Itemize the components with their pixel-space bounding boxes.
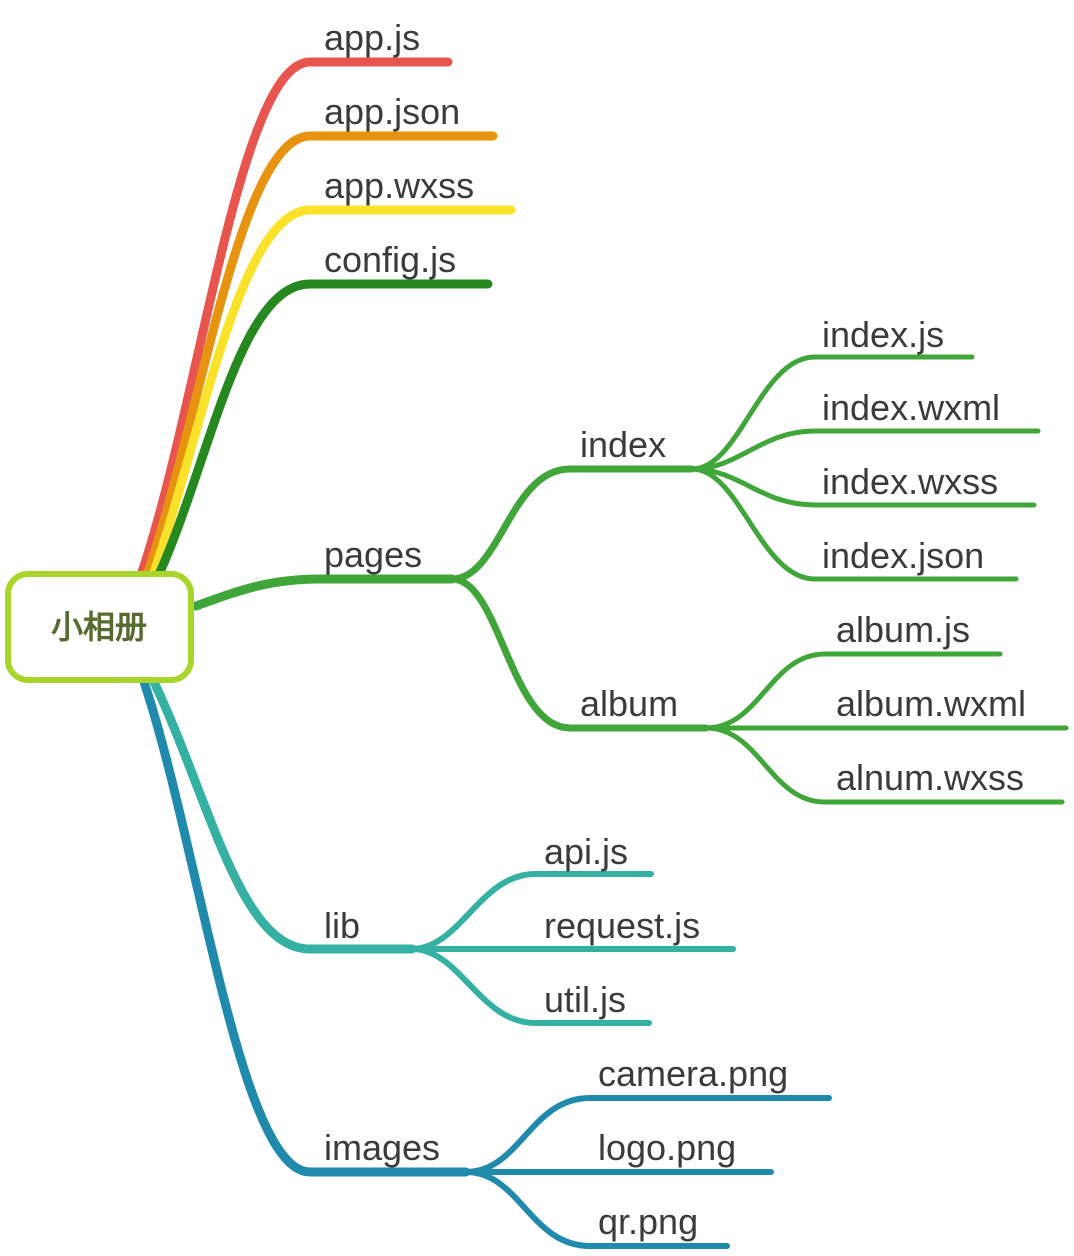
node-label-index-json[interactable]: index.json <box>822 535 984 576</box>
branch-line-album <box>448 575 710 732</box>
node-label-app-json[interactable]: app.json <box>324 91 460 132</box>
branch-line-config-js <box>155 279 493 577</box>
leaf-line-index-json <box>689 466 1019 582</box>
node-label-pages[interactable]: pages <box>324 534 422 575</box>
node-label-api-js[interactable]: api.js <box>544 831 628 872</box>
leaf-album-js[interactable]: album.js <box>703 609 1003 731</box>
leaf-index-js[interactable]: index.js <box>689 314 975 472</box>
node-label-camera-png[interactable]: camera.png <box>598 1053 788 1094</box>
branch-line-app-wxss <box>149 205 516 577</box>
node-label-lib[interactable]: lib <box>324 905 360 946</box>
node-label-album[interactable]: album <box>580 683 678 724</box>
leaf-album-wxml[interactable]: album.wxml <box>703 683 1069 731</box>
branch-line-lib <box>149 677 417 954</box>
root-node-label[interactable]: 小相册 <box>51 608 147 646</box>
branch-app-js[interactable]: app.js <box>137 17 453 577</box>
branch-app-wxss[interactable]: app.wxss <box>149 165 516 577</box>
branch-pages[interactable]: pages index index.js index.wxml index.wx… <box>191 314 1069 805</box>
leaf-line-qr-png <box>463 1169 730 1249</box>
branch-line-app-js <box>137 57 453 577</box>
node-label-app-wxss[interactable]: app.wxss <box>324 165 474 206</box>
branch-line-app-json <box>143 131 498 577</box>
leaf-alnum-wxss[interactable]: alnum.wxss <box>703 725 1065 805</box>
leaf-index-json[interactable]: index.json <box>689 466 1019 582</box>
leaf-line-album-js <box>703 651 1003 731</box>
node-label-index[interactable]: index <box>580 424 666 465</box>
leaf-line-index-js <box>689 354 975 472</box>
leaf-qr-png[interactable]: qr.png <box>463 1169 730 1249</box>
branch-index[interactable]: index index.js index.wxml index.wxss ind… <box>448 314 1041 583</box>
branch-lib[interactable]: lib api.js request.js util.js <box>149 677 736 1026</box>
branch-line-index <box>448 465 696 583</box>
node-label-alnum-wxss[interactable]: alnum.wxss <box>836 757 1024 798</box>
branch-line-pages <box>191 574 457 611</box>
node-label-util-js[interactable]: util.js <box>544 979 626 1020</box>
root-node-box <box>5 571 194 683</box>
leaf-index-wxss[interactable]: index.wxss <box>689 461 1037 508</box>
node-label-images[interactable]: images <box>324 1127 440 1168</box>
leaf-request-js[interactable]: request.js <box>409 905 736 952</box>
node-label-qr-png[interactable]: qr.png <box>598 1201 698 1242</box>
node-label-logo-png[interactable]: logo.png <box>598 1127 736 1168</box>
branch-app-json[interactable]: app.json <box>143 91 498 577</box>
leaf-api-js[interactable]: api.js <box>409 831 654 952</box>
node-label-index-wxss[interactable]: index.wxss <box>822 461 998 502</box>
leaf-line-alnum-wxss <box>703 725 1065 805</box>
node-label-index-js[interactable]: index.js <box>822 314 944 355</box>
leaf-line-util-js <box>409 946 652 1026</box>
leaf-line-api-js <box>409 871 654 952</box>
leaf-line-index-wxml <box>689 428 1041 472</box>
leaf-line-index-wxss <box>689 466 1037 508</box>
node-label-album-wxml[interactable]: album.wxml <box>836 683 1026 724</box>
node-label-app-js[interactable]: app.js <box>324 17 420 58</box>
branch-line-images <box>139 677 471 1177</box>
node-label-album-js[interactable]: album.js <box>836 609 970 650</box>
root-node[interactable]: 小相册 <box>5 571 194 683</box>
leaf-line-camera-png <box>463 1095 832 1175</box>
leaf-util-js[interactable]: util.js <box>409 946 652 1026</box>
branch-album[interactable]: album album.js album.wxml alnum.wxss <box>448 575 1069 805</box>
leaf-camera-png[interactable]: camera.png <box>463 1053 832 1175</box>
branch-images[interactable]: images camera.png logo.png qr.png <box>139 677 832 1249</box>
node-label-request-js[interactable]: request.js <box>544 905 700 946</box>
leaf-logo-png[interactable]: logo.png <box>463 1127 774 1175</box>
leaf-index-wxml[interactable]: index.wxml <box>689 387 1041 472</box>
branch-config-js[interactable]: config.js <box>155 239 493 577</box>
node-label-index-wxml[interactable]: index.wxml <box>822 387 1000 428</box>
node-label-config-js[interactable]: config.js <box>324 239 456 280</box>
